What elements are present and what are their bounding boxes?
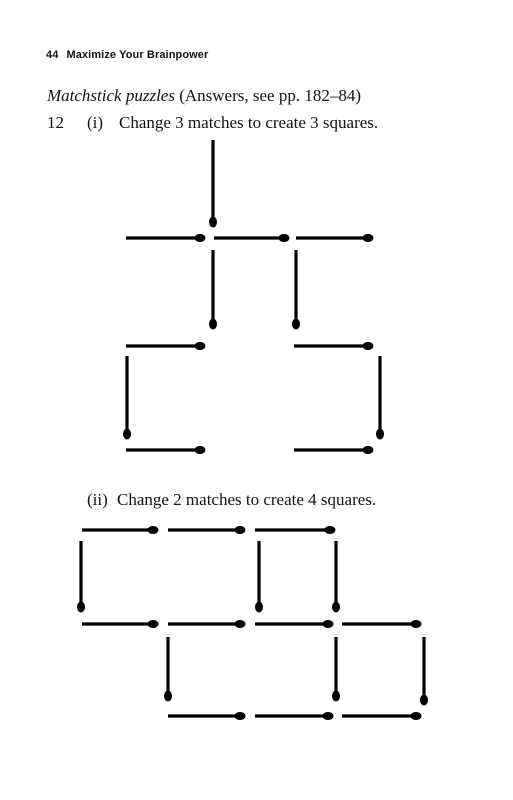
matchstick <box>296 234 374 242</box>
matchstick <box>209 250 217 330</box>
matchstick <box>168 526 246 534</box>
match-head <box>234 620 246 628</box>
match-head <box>332 690 340 702</box>
match-head <box>420 694 428 706</box>
match-head <box>234 712 246 720</box>
matchstick <box>123 356 131 440</box>
match-head <box>362 446 374 454</box>
match-head <box>164 690 172 702</box>
matchstick <box>420 637 428 706</box>
matchstick <box>77 541 85 613</box>
puzzle-2-instruction: Change 2 matches to create 4 squares. <box>117 490 377 509</box>
match-head <box>410 620 422 628</box>
match-head <box>77 601 85 613</box>
match-head <box>324 526 336 534</box>
match-head <box>362 342 374 350</box>
matchstick <box>255 541 263 613</box>
page-number: 44 <box>46 49 59 61</box>
match-head <box>278 234 290 242</box>
matchstick <box>214 234 290 242</box>
match-head <box>362 234 374 242</box>
matchstick <box>376 356 384 440</box>
section-title: Matchstick puzzles <box>47 86 175 105</box>
section-heading: Matchstick puzzles (Answers, see pp. 182… <box>47 86 361 106</box>
match-head <box>209 216 217 228</box>
matchstick <box>126 446 206 454</box>
match-head <box>322 712 334 720</box>
match-head <box>147 526 159 534</box>
match-head <box>410 712 422 720</box>
matchstick <box>126 342 206 350</box>
match-head <box>194 446 206 454</box>
puzzle-2-question: (ii) Change 2 matches to create 4 squares… <box>87 490 376 510</box>
matchstick <box>164 637 172 702</box>
match-head <box>332 601 340 613</box>
matchstick <box>294 446 374 454</box>
matchstick <box>82 526 159 534</box>
running-header: 44 Maximize Your Brainpower <box>46 49 208 61</box>
answers-note: (Answers, see pp. 182–84) <box>179 86 361 105</box>
puzzle-1-question: 12 (i) Change 3 matches to create 3 square… <box>47 113 378 133</box>
match-head <box>147 620 159 628</box>
puzzle-2-part: (ii) <box>87 490 108 509</box>
matchstick <box>255 526 336 534</box>
matchstick <box>168 620 246 628</box>
matchstick <box>126 234 206 242</box>
match-head <box>194 342 206 350</box>
matchstick <box>292 250 300 330</box>
match-head <box>234 526 246 534</box>
match-head <box>123 428 131 440</box>
match-head <box>194 234 206 242</box>
puzzle-number: 12 <box>47 113 64 132</box>
matchstick <box>294 342 374 350</box>
matchstick <box>332 541 340 613</box>
puzzle-1-instruction: Change 3 matches to create 3 squares. <box>119 113 379 132</box>
matchstick <box>332 637 340 702</box>
matchstick <box>255 712 334 720</box>
book-title: Maximize Your Brainpower <box>66 49 209 61</box>
match-head <box>209 318 217 330</box>
puzzle-1-part: (i) <box>87 113 104 132</box>
matchstick <box>255 620 334 628</box>
matchstick <box>82 620 159 628</box>
matchstick <box>342 620 422 628</box>
match-head <box>322 620 334 628</box>
matchstick <box>209 140 217 228</box>
match-head <box>292 318 300 330</box>
matchstick <box>342 712 422 720</box>
match-head <box>255 601 263 613</box>
matchstick <box>168 712 246 720</box>
match-head <box>376 428 384 440</box>
